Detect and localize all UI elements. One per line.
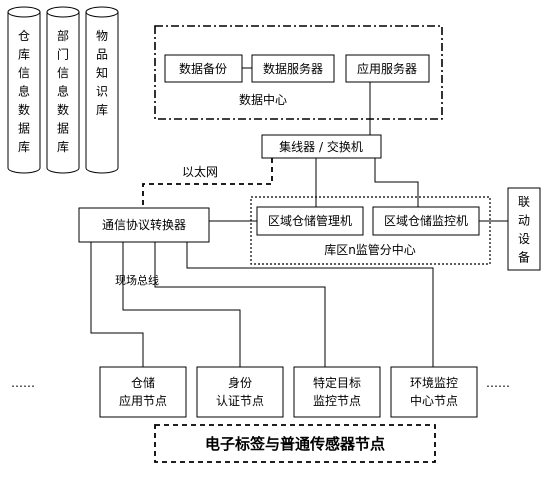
hub-switch-label: 集线器 / 交换机 — [279, 139, 363, 154]
ethernet-label: 以太网 — [182, 164, 218, 179]
database-item-knowledge-label: 物品知识库 — [96, 29, 108, 117]
node-target-monitor-line2: 监控节点 — [313, 394, 361, 408]
sub-center-region — [250, 196, 491, 265]
bus-line-env-monitor — [186, 242, 434, 367]
database-item-knowledge: 物品知识库 — [85, 6, 119, 174]
ellipsis-left: …… — [11, 376, 35, 390]
node-app-server — [345, 54, 430, 83]
link-hub-monitor — [374, 158, 419, 207]
database-department-info-label: 部门信息数据库 — [57, 28, 69, 154]
database-department-info: 部门信息数据库 — [46, 6, 80, 174]
node-identity-auth — [196, 366, 284, 418]
data-center-region — [154, 25, 443, 120]
node-data-server-label: 数据服务器 — [263, 61, 323, 76]
node-target-monitor-line1: 特定目标 — [313, 375, 361, 390]
bus-line-storage-app — [90, 242, 144, 367]
regional-storage-manager — [256, 206, 364, 236]
sensor-layer-label: 电子标签与普通传感器节点 — [205, 435, 385, 453]
data-center-label: 数据中心 — [239, 92, 287, 107]
database-warehouse-info: 仓库信息数据库 — [7, 6, 41, 174]
bus-line-identity — [122, 242, 241, 367]
node-storage-app — [99, 366, 187, 418]
regional-storage-manager-label: 区域仓储管理机 — [268, 213, 352, 228]
node-env-monitor-line2: 中心节点 — [410, 393, 458, 408]
node-storage-app-line1: 仓储 — [131, 375, 155, 390]
hub-switch — [261, 134, 382, 159]
linkage-device-label: 联动设备 — [518, 195, 530, 265]
ethernet-link — [142, 158, 273, 208]
node-app-server-label: 应用服务器 — [357, 61, 417, 76]
node-env-monitor — [390, 366, 478, 418]
protocol-converter — [78, 207, 210, 243]
node-env-monitor-line1: 环境监控 — [410, 375, 458, 390]
node-identity-auth-line1: 身份 — [228, 375, 252, 390]
bus-line-target-monitor — [154, 242, 326, 367]
node-target-monitor — [293, 366, 381, 418]
sub-center-label: 库区n监管分中心 — [324, 242, 416, 257]
ellipsis-right: …… — [486, 376, 510, 390]
fieldbus-label: 现场总线 — [115, 273, 159, 287]
node-data-backup — [164, 54, 243, 83]
database-warehouse-info-label: 仓库信息数据库 — [18, 29, 30, 154]
node-identity-auth-line2: 认证节点 — [216, 394, 264, 408]
node-data-server — [251, 54, 335, 83]
linkage-device — [507, 187, 541, 271]
protocol-converter-label: 通信协议转换器 — [102, 217, 186, 232]
sensor-layer-region — [154, 424, 436, 463]
node-data-backup-label: 数据备份 — [179, 61, 227, 76]
regional-storage-monitor-label: 区域仓储监控机 — [384, 213, 468, 228]
node-storage-app-line2: 应用节点 — [119, 393, 167, 408]
regional-storage-monitor — [372, 206, 480, 236]
